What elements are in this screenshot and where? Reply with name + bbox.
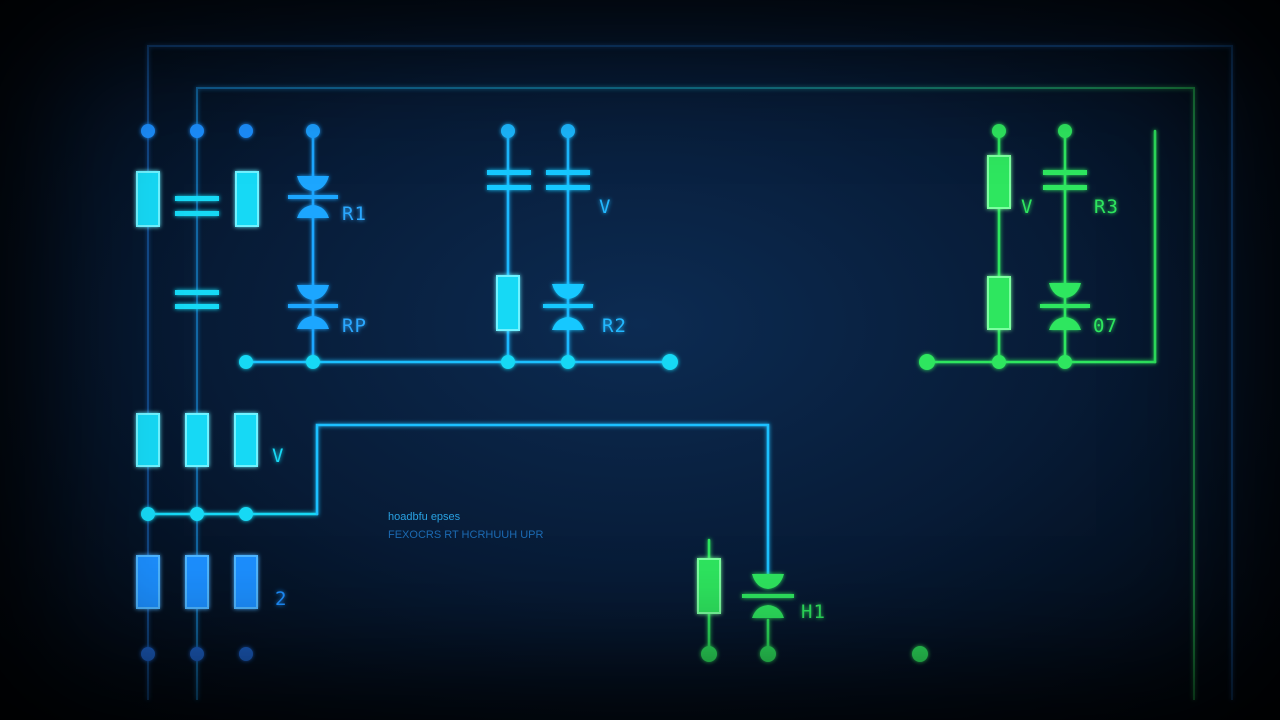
- capacitor-rail2-mid: [175, 290, 219, 309]
- diode-07: [1040, 283, 1090, 330]
- node-top-8: [1058, 124, 1072, 138]
- resistor-bottom-3: [234, 555, 258, 609]
- label-v-right: V: [1021, 196, 1033, 218]
- node-bottom-end: [912, 646, 928, 662]
- node-lower-3: [239, 507, 253, 521]
- node-top-3: [239, 124, 253, 138]
- label-r2: R2: [602, 315, 627, 337]
- capacitor-green: [1043, 170, 1087, 190]
- node-mid-end: [662, 354, 678, 370]
- diode-h1: [742, 574, 794, 618]
- resistor-green-top: [987, 155, 1011, 209]
- node-bottom-3: [239, 647, 253, 661]
- node-top-7: [992, 124, 1006, 138]
- resistor-green-bottom: [987, 276, 1011, 330]
- resistor-left-1: [136, 171, 160, 227]
- node-bottom-2: [190, 647, 204, 661]
- node-green-start: [919, 354, 935, 370]
- node-top-2: [190, 124, 204, 138]
- resistor-mid-3: [234, 413, 258, 467]
- resistor-bottom-2: [185, 555, 209, 609]
- outer-frame: [147, 45, 1233, 700]
- caption-line-1: hoadbfu epses: [388, 511, 461, 523]
- diode-r2: [543, 284, 593, 330]
- resistor-bottom-1: [136, 555, 160, 609]
- node-mid-1: [239, 355, 253, 369]
- capacitor-mid-1: [487, 170, 531, 190]
- resistor-h1: [697, 558, 721, 614]
- node-top-4: [306, 124, 320, 138]
- caption-line-2: FEXOCRS RT HCRHUUH UPR: [388, 529, 543, 541]
- label-r1: R1: [342, 203, 367, 225]
- resistor-mid-2: [185, 413, 209, 467]
- resistor-left-3: [235, 171, 259, 227]
- diode-r1-top: [288, 176, 338, 218]
- node-green-1: [992, 355, 1006, 369]
- node-bottom-5: [760, 646, 776, 662]
- capacitor-rail2-top: [175, 196, 219, 216]
- frame-inner: [196, 87, 1195, 700]
- node-bottom-1: [141, 647, 155, 661]
- diode-rp: [288, 285, 338, 329]
- capacitor-mid-2: [546, 170, 590, 190]
- node-top-5: [501, 124, 515, 138]
- node-lower-1: [141, 507, 155, 521]
- node-mid-2: [306, 355, 320, 369]
- node-mid-4: [561, 355, 575, 369]
- node-top-1: [141, 124, 155, 138]
- node-lower-2: [190, 507, 204, 521]
- node-green-2: [1058, 355, 1072, 369]
- label-rp: RP: [342, 315, 367, 337]
- node-mid-3: [501, 355, 515, 369]
- label-v-mid: V: [599, 196, 611, 218]
- label-h1: H1: [801, 601, 826, 623]
- label-two: 2: [275, 588, 287, 610]
- loop-wire: [315, 423, 770, 577]
- label-r3: R3: [1094, 196, 1119, 218]
- label-07: 07: [1093, 315, 1118, 337]
- resistor-mid-column: [496, 275, 520, 331]
- node-bottom-4: [701, 646, 717, 662]
- node-top-6: [561, 124, 575, 138]
- resistor-mid-1: [136, 413, 160, 467]
- label-v-low: V: [272, 445, 284, 467]
- frame-outer: [147, 45, 1233, 700]
